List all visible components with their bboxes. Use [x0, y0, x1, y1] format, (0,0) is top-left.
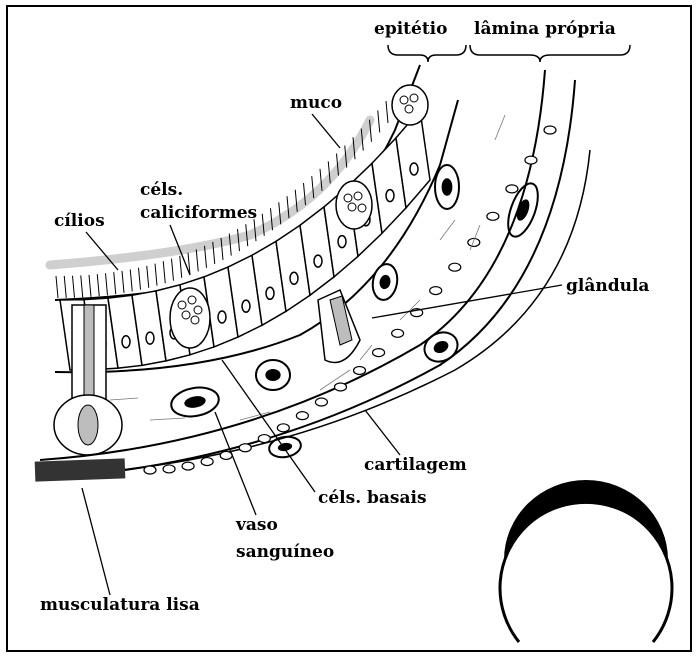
chondrocyte [487, 212, 499, 220]
vessel-lumen [442, 178, 453, 196]
label-cilios: cílios [54, 211, 105, 231]
smooth-muscle [35, 458, 126, 481]
goblet-cell [170, 288, 210, 348]
chondrocyte [163, 465, 175, 473]
label-cels-basais: céls. basais [318, 488, 427, 508]
chondrocyte [506, 185, 518, 193]
chondrocyte [392, 329, 404, 337]
cell-nucleus [386, 190, 394, 202]
chondrocyte [144, 466, 156, 474]
chondrocyte [544, 126, 556, 134]
cell-nucleus [122, 336, 130, 348]
goblet-cell-top [392, 85, 428, 125]
cell-nucleus [146, 332, 154, 344]
label-cels-caliciformes-1: céls. [140, 180, 183, 200]
label-glandula: glândula [566, 276, 649, 296]
chondrocyte [239, 444, 251, 452]
label-epitelio: epitétio [374, 19, 447, 39]
chondrocyte [296, 412, 308, 420]
label-sanguineo: sanguíneo [236, 542, 334, 562]
blood-vessel [256, 360, 290, 390]
chondrocyte [182, 462, 194, 470]
label-vaso: vaso [235, 515, 278, 535]
cell-nucleus [314, 255, 322, 267]
chondrocyte [201, 458, 213, 466]
chondrocyte [354, 366, 366, 374]
cell-nucleus [218, 311, 226, 323]
chondrocyte [315, 398, 327, 406]
label-cartilagem: cartilagem [364, 455, 467, 475]
label-muco: muco [290, 93, 342, 113]
cell-nucleus [290, 272, 298, 284]
chondrocyte [334, 383, 346, 391]
cell-nucleus [338, 236, 346, 248]
label-lamina-propria: lâmina própria [474, 19, 616, 39]
chondrocyte [277, 424, 289, 432]
cell-nucleus [266, 287, 274, 299]
chondrocyte [258, 435, 270, 443]
chondrocyte [525, 156, 537, 164]
cell-nucleus [410, 163, 418, 175]
cell-nucleus [242, 300, 250, 312]
chondrocyte [220, 451, 232, 459]
blood-vessel [435, 165, 459, 209]
chondrocyte [430, 287, 442, 295]
label-cels-caliciformes-2: caliciformes [140, 203, 257, 223]
goblet-cell-upper [336, 181, 372, 229]
label-musculatura-lisa: musculatura lisa [40, 595, 200, 615]
vessel-lumen [265, 369, 280, 381]
chondrocyte [449, 263, 461, 271]
chondrocyte [373, 349, 385, 357]
